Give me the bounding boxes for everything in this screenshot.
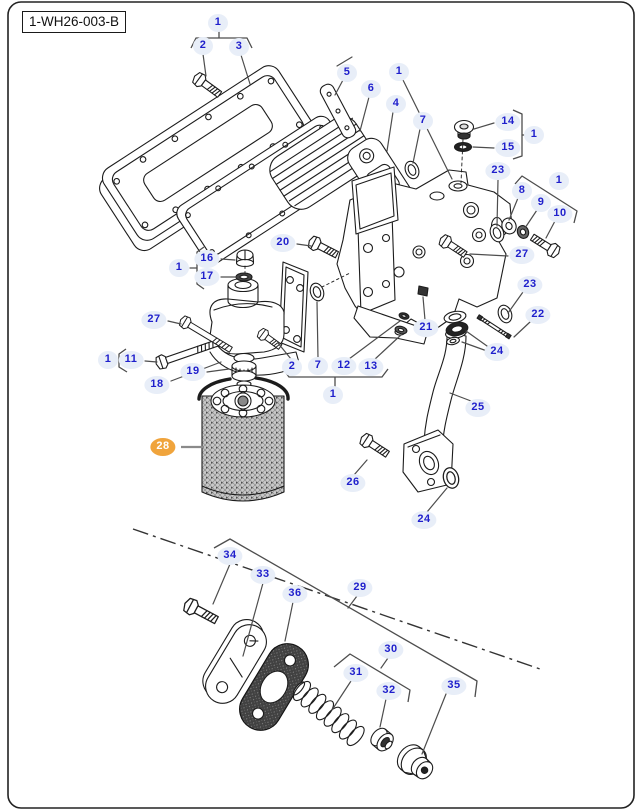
part-thin-gasket	[319, 83, 357, 139]
part-suction-pipe	[402, 327, 467, 493]
part-seal-24-top	[445, 321, 469, 346]
part-cover-plate-33	[202, 619, 267, 704]
part-bolt-2	[189, 70, 225, 101]
part-callout-1[interactable]: 1	[169, 259, 189, 277]
part-callout-22[interactable]: 22	[525, 306, 551, 324]
part-stud-22	[476, 314, 512, 340]
part-callout-9[interactable]: 9	[531, 194, 551, 212]
part-gasket-36	[239, 643, 309, 731]
section-separator	[132, 528, 541, 670]
part-seal-12	[398, 312, 410, 320]
part-cooler-cover	[99, 65, 315, 252]
part-callout-1[interactable]: 1	[389, 63, 409, 81]
part-spring-31	[292, 680, 365, 747]
part-plunger-32	[370, 727, 394, 752]
part-callout-20[interactable]: 20	[270, 234, 296, 252]
part-square-plate	[351, 166, 399, 235]
part-callout-10[interactable]: 10	[547, 205, 573, 223]
part-callout-23[interactable]: 23	[517, 276, 543, 294]
part-callout-1[interactable]: 1	[549, 172, 569, 190]
part-callout-19[interactable]: 19	[180, 363, 206, 381]
part-cap-16	[235, 249, 255, 268]
part-bolt-20	[305, 233, 341, 262]
part-callout-18[interactable]: 18	[144, 376, 170, 394]
assembly-centerline	[460, 138, 464, 184]
part-callout-34[interactable]: 34	[217, 547, 243, 565]
diagram-code: 1-WH26-003-B	[29, 14, 120, 29]
part-callout-1[interactable]: 1	[524, 126, 544, 144]
part-callout-1[interactable]: 1	[323, 386, 343, 404]
part-callout-3[interactable]: 3	[229, 38, 249, 56]
part-oring-7-top	[402, 158, 422, 182]
part-callout-11[interactable]: 11	[118, 351, 144, 369]
part-callout-7[interactable]: 7	[413, 112, 433, 130]
part-callout-12[interactable]: 12	[331, 357, 357, 375]
part-callout-4[interactable]: 4	[386, 95, 406, 113]
leader-lines	[144, 53, 556, 755]
page-border	[7, 1, 635, 809]
part-callout-6[interactable]: 6	[361, 80, 381, 98]
part-callout-31[interactable]: 31	[343, 664, 369, 682]
part-callout-1[interactable]: 1	[98, 351, 118, 369]
part-callout-7[interactable]: 7	[308, 357, 328, 375]
part-callout-30[interactable]: 30	[378, 641, 404, 659]
part-callout-33[interactable]: 33	[250, 566, 276, 584]
part-plug-14	[453, 119, 475, 140]
part-callout-26[interactable]: 26	[340, 474, 366, 492]
part-washer-17	[235, 272, 253, 282]
part-callout-32[interactable]: 32	[376, 682, 402, 700]
part-callout-23[interactable]: 23	[485, 162, 511, 180]
part-callout-14[interactable]: 14	[495, 113, 521, 131]
part-callout-15[interactable]: 15	[495, 139, 521, 157]
part-callout-24[interactable]: 24	[484, 343, 510, 361]
part-callout-35[interactable]: 35	[441, 677, 467, 695]
part-callout-21[interactable]: 21	[413, 319, 439, 337]
part-bolt-26	[357, 430, 392, 461]
part-callout-8[interactable]: 8	[512, 182, 532, 200]
part-seal-13	[394, 325, 408, 335]
diagram-code-box: 1-WH26-003-B	[22, 11, 127, 33]
part-oil-filter	[197, 376, 290, 502]
part-cooler-core	[269, 116, 376, 210]
part-washer-8	[501, 217, 517, 235]
part-callout-5[interactable]: 5	[337, 64, 357, 82]
part-callout-29[interactable]: 29	[347, 579, 373, 597]
part-callout-13[interactable]: 13	[358, 358, 384, 376]
part-callout-17[interactable]: 17	[194, 268, 220, 286]
part-callout-2[interactable]: 2	[282, 358, 302, 376]
part-callout-27[interactable]: 27	[141, 311, 167, 329]
part-plug-21	[417, 285, 429, 297]
part-callout-27[interactable]: 27	[509, 246, 535, 264]
part-oring-23-right	[495, 302, 515, 326]
part-callout-16[interactable]: 16	[194, 250, 220, 268]
part-plug-35	[396, 744, 434, 780]
part-callout-1[interactable]: 1	[208, 14, 228, 32]
part-callout-2[interactable]: 2	[193, 37, 213, 55]
part-callout-36[interactable]: 36	[282, 585, 308, 603]
part-callout-24[interactable]: 24	[411, 511, 437, 529]
part-oring-7-mid	[307, 280, 327, 304]
part-callout-25[interactable]: 25	[465, 399, 491, 417]
part-callout-28[interactable]: 28	[150, 438, 176, 456]
part-washer-9	[516, 225, 530, 239]
